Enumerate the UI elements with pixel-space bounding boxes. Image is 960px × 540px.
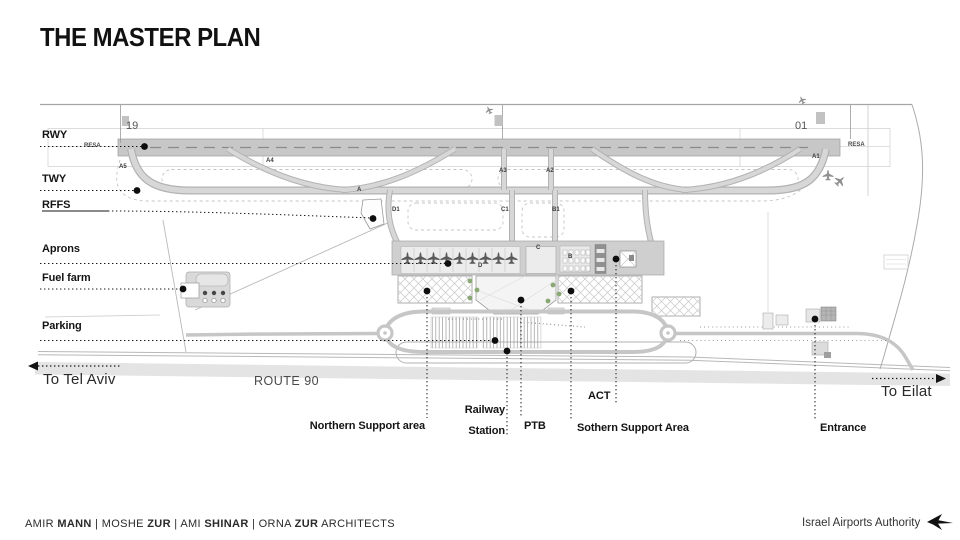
credit-segment: | ORNA xyxy=(248,518,295,530)
label-ptb: PTB xyxy=(524,420,546,432)
taxiway-label-d: D xyxy=(478,263,483,269)
credit-segment: AMIR xyxy=(25,518,58,530)
taxiway-label-b: B xyxy=(568,254,573,260)
taxiway-connectors xyxy=(226,146,802,244)
site-boundary-fence xyxy=(40,103,924,370)
resa-label-west: RESA xyxy=(84,143,101,149)
callout-leader-lines xyxy=(40,146,816,437)
taxiway-label-a2: A2 xyxy=(546,168,554,174)
taxiway-label-a1: A1 xyxy=(812,154,820,160)
to-eilat-arrow xyxy=(872,374,946,383)
label-entrance: Entrance xyxy=(820,422,867,434)
credit-segment: | AMI xyxy=(170,518,205,530)
taxiway-label-c: C xyxy=(536,245,541,251)
fuel-farm-facility xyxy=(180,271,231,308)
runway-threshold-01: 01 xyxy=(795,120,808,132)
railway-line xyxy=(37,341,951,372)
navaid-markers xyxy=(120,105,909,270)
label-fuel-farm: Fuel farm xyxy=(42,272,91,284)
credit-segment: SHINAR xyxy=(204,518,249,530)
label-parking: Parking xyxy=(42,320,82,332)
label-rffs: RFFS xyxy=(42,199,71,211)
architect-credits: AMIR MANN | MOSHE ZUR | AMI SHINAR | ORN… xyxy=(25,518,395,530)
aircraft-apron xyxy=(391,240,665,276)
credit-segment: ARCHITECTS xyxy=(318,518,395,530)
entrance-road-trees xyxy=(680,326,888,342)
label-northern-support-area: Northern Support area xyxy=(309,420,425,432)
taxiway-label-a5: A5 xyxy=(119,164,127,170)
label-to-eilat: To Eilat xyxy=(881,383,932,400)
taxiway-label-a: A xyxy=(357,187,362,193)
graded-strip-dashed xyxy=(116,157,821,238)
taxiway-label-b1: B1 xyxy=(552,207,560,213)
taxiway-label-a3: A3 xyxy=(499,168,507,174)
label-rwy: RWY xyxy=(42,129,68,141)
route-90-road xyxy=(35,362,950,386)
credit-segment: ZUR xyxy=(147,518,171,530)
runway xyxy=(117,138,841,157)
resa-label-east: RESA xyxy=(848,142,865,148)
control-tower-act xyxy=(619,250,637,268)
label-aprons: Aprons xyxy=(42,243,80,255)
credit-segment: ZUR xyxy=(294,518,319,530)
rffs-building xyxy=(360,198,385,230)
roundabout-west xyxy=(376,324,394,342)
credit-segment: | MOSHE xyxy=(91,518,148,530)
taxiway-label-d1: D1 xyxy=(392,207,400,213)
to-tel-aviv-arrow xyxy=(28,361,122,371)
taxiway-label-a4: A4 xyxy=(266,158,274,164)
parallel-taxiway-loop xyxy=(127,148,830,195)
roundabout-east xyxy=(659,324,677,342)
equipment-parking-grid xyxy=(562,249,591,272)
callout-dots xyxy=(133,143,819,355)
label-act: ACT xyxy=(588,390,611,402)
page-title: THE MASTER PLAN xyxy=(40,22,261,52)
label-to-tel-aviv: To Tel Aviv xyxy=(43,371,116,388)
parking-area xyxy=(430,316,542,349)
label-southern-support-area: Sothern Support Area xyxy=(577,422,689,434)
label-twy: TWY xyxy=(42,173,67,185)
israel-airports-authority-label: Israel Airports Authority xyxy=(802,517,921,529)
israel-airports-authority-logo xyxy=(927,514,953,530)
label-railway-station: Railway Station xyxy=(464,404,505,437)
taxiway-label-c1: C1 xyxy=(501,207,509,213)
credit-segment: MANN xyxy=(57,518,92,530)
runway-threshold-19: 19 xyxy=(126,120,139,132)
label-route-90: ROUTE 90 xyxy=(254,374,320,388)
terminal-trees xyxy=(467,278,562,304)
